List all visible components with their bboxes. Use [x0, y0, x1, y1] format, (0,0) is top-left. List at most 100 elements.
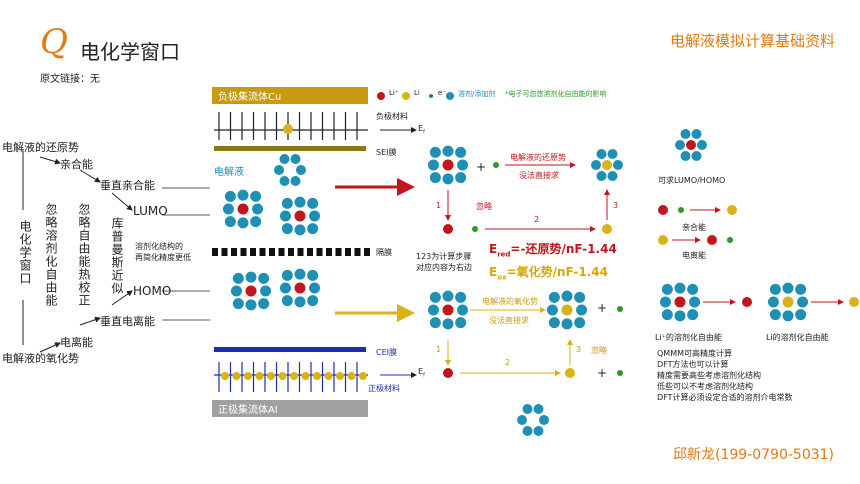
separator-segment-1 — [221, 248, 228, 256]
label-ignore-thermal: 忽略自由能热校正 — [77, 203, 91, 307]
electrolyte-cluster-c-solvent-2 — [258, 272, 270, 284]
right-note-1: DFT方法也可以计算 — [657, 360, 729, 369]
plus-bottom: + — [597, 301, 608, 315]
order-note-2: 对应内容为右边 — [416, 263, 472, 272]
red-end-ring-solvent-2 — [591, 160, 601, 170]
red-step-li-plus — [443, 224, 453, 234]
separator-label: 隔膜 — [376, 248, 392, 257]
plus-top: + — [476, 160, 487, 174]
step1-bottom: 1 — [436, 345, 442, 354]
electrolyte-cluster-c-solvent-3 — [232, 298, 244, 310]
electrolyte-cluster-d-solvent-6 — [279, 282, 291, 294]
no-direct-top: 没法直接求 — [519, 171, 559, 180]
cathode-li-atom-4 — [267, 372, 275, 380]
link-homo — [111, 290, 133, 306]
electrolyte-cluster-a-solvent-7 — [252, 203, 264, 215]
source-link: 原文链接：无 — [40, 74, 100, 85]
right-ion-li-plus — [707, 235, 717, 245]
author-contact: 邱新龙(199-0790-5031) — [673, 447, 835, 463]
anode-material-label: 负极材料 — [376, 112, 408, 121]
electrolyte-cluster-a-center — [237, 203, 249, 215]
electrolyte-ring-a-solvent-1 — [290, 154, 301, 164]
electrolyte-cluster-a-solvent-5 — [250, 216, 262, 228]
right-li-plus-cluster-center — [674, 296, 686, 308]
right-homo-ring-solvent-4 — [680, 151, 691, 161]
anode-collector-bar: 负极集流体Cu — [212, 87, 368, 104]
ignore-bottom: 忽略 — [591, 346, 607, 355]
ox-start-cluster-solvent-2 — [455, 291, 467, 303]
electrolyte-cluster-b-center — [294, 210, 306, 222]
right-note-3: 低些可以不考虑溶剂化结构 — [657, 382, 753, 391]
label-lumo: LUMO — [133, 204, 168, 218]
electrolyte-cluster-d-solvent-1 — [294, 268, 306, 280]
right-note-4: DFT计算必须设定合适的溶剂介电常数 — [657, 393, 793, 402]
label-affinity: 亲合能 — [60, 158, 93, 171]
electrolyte-cluster-a-solvent-4 — [237, 217, 249, 229]
right-aff-electron — [678, 207, 684, 213]
electrolyte-cluster-a-solvent-3 — [224, 216, 236, 228]
ox-mid-cluster-solvent-6 — [546, 304, 558, 316]
ox-solvent-ring-solvent-4 — [522, 426, 533, 436]
electrolyte-cluster-b-solvent-6 — [279, 210, 291, 222]
cei-label: CEI膜 — [376, 348, 397, 357]
label-homo: HOMO — [133, 284, 172, 298]
red-end-ring-solvent-4 — [596, 171, 607, 181]
electrolyte-ring-a-solvent-4 — [279, 176, 290, 186]
ox-mid-cluster-solvent-5 — [574, 317, 586, 329]
right-homo-ring-solvent-1 — [691, 129, 702, 139]
link-affinity — [39, 156, 61, 165]
cathode-li-atom-2 — [244, 372, 252, 380]
ox-mid-cluster-solvent-3 — [548, 317, 560, 329]
separator-segment-6 — [269, 248, 275, 256]
electrolyte-cluster-b-solvent-3 — [281, 223, 293, 235]
ox-step-electron — [617, 370, 623, 376]
label-ignore-solvation: 忽略溶剂化自由能 — [44, 203, 58, 307]
right-li-cluster-solvent-3 — [769, 309, 781, 321]
cathode-li-atom-11 — [347, 372, 356, 380]
electrolyte-cluster-c-solvent-1 — [245, 271, 257, 283]
separator-segment-7 — [278, 248, 285, 256]
electrolyte-cluster-a-solvent-2 — [250, 190, 262, 202]
red-end-li — [602, 160, 612, 170]
plus-bottom2: + — [597, 366, 608, 380]
right-li-plus-cluster-solvent-6 — [659, 296, 671, 308]
label-simplified: 溶剂化结构的 再简化精度更低 — [135, 242, 191, 262]
right-homo-ring-solvent-2 — [675, 140, 685, 150]
electrolyte-cluster-d-solvent-3 — [281, 295, 293, 307]
separator-segment-14 — [345, 248, 351, 256]
ox-start-cluster-solvent-0 — [429, 291, 441, 303]
label-ionization: 电离能 — [60, 336, 93, 349]
legend-dot-solvent — [446, 92, 454, 100]
legend-electron: e⁻ — [438, 89, 447, 97]
ox-solvent-ring-solvent-5 — [533, 426, 544, 436]
right-aff-li-plus — [658, 205, 668, 215]
electrolyte-cluster-d-solvent-4 — [294, 296, 306, 308]
red-start-cluster-solvent-2 — [455, 146, 467, 158]
electrolyte-cluster-c-center — [245, 285, 257, 297]
right-homo-ring-solvent-3 — [697, 140, 707, 150]
red-start-cluster-solvent-0 — [429, 146, 441, 158]
right-solv-li — [849, 297, 859, 307]
right-li-cluster-solvent-0 — [769, 283, 781, 295]
cathode-li-atom-0 — [221, 372, 229, 380]
red-start-cluster-solvent-6 — [427, 159, 439, 171]
red-end-ring-solvent-5 — [607, 171, 618, 181]
separator-segment-3 — [240, 248, 247, 256]
electrolyte-cluster-c-solvent-4 — [245, 299, 257, 311]
right-aff-li — [727, 205, 737, 215]
cathode-li-atom-3 — [255, 372, 264, 380]
separator-segment-0 — [212, 248, 218, 256]
ox-step-li-plus — [443, 368, 453, 378]
right-li-cluster-solvent-6 — [767, 296, 779, 308]
legend-dot-li — [402, 92, 410, 100]
electrolyte-cluster-a-solvent-1 — [237, 189, 249, 201]
cei-layer — [214, 347, 366, 352]
electrolyte-ring-a-solvent-2 — [274, 165, 284, 175]
right-li-cluster-solvent-5 — [795, 309, 807, 321]
separator-segment-9 — [297, 248, 304, 256]
ox-start-cluster-solvent-5 — [455, 317, 467, 329]
electrolyte-ring-a-solvent-3 — [296, 165, 306, 175]
label-vertical-affinity: 垂直亲合能 — [100, 179, 155, 192]
logo-letter: Q — [40, 22, 68, 62]
